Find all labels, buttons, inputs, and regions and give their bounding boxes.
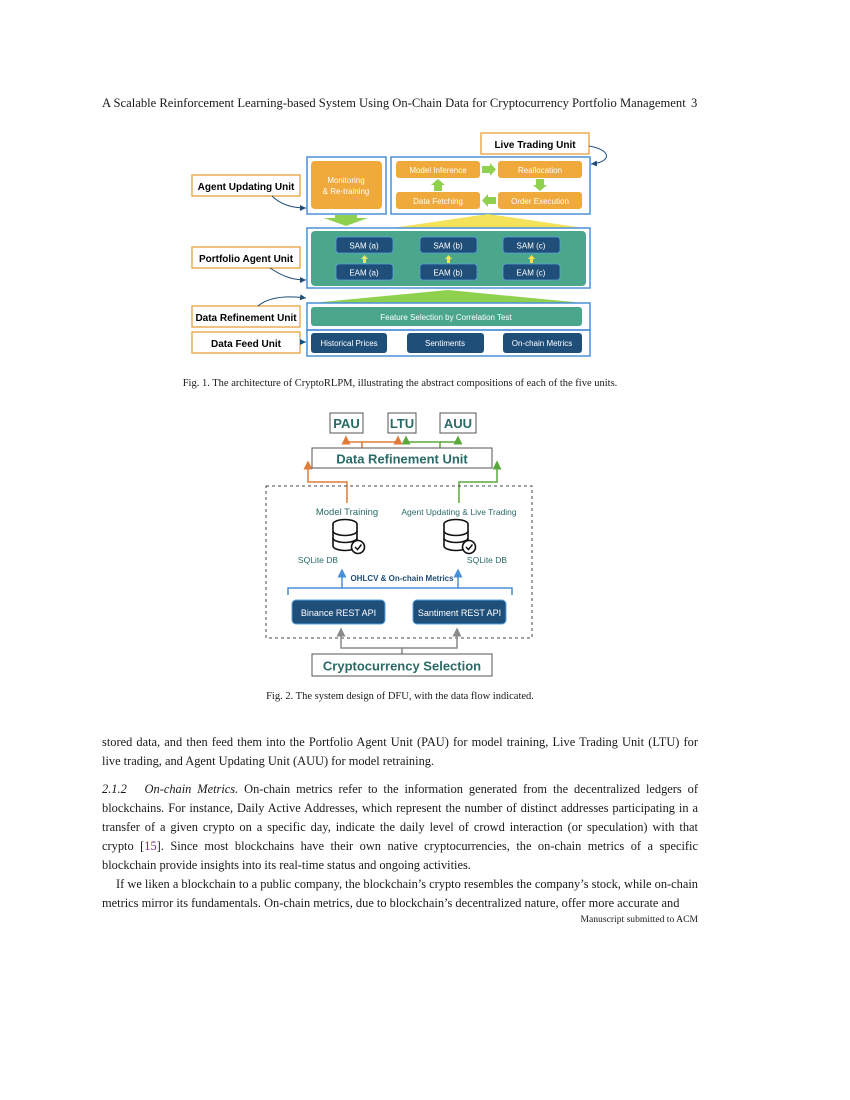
agent-updating-unit-label: Agent Updating Unit bbox=[198, 182, 295, 193]
monitoring-line1: Monitoring bbox=[327, 176, 364, 185]
paragraph-2: 2.1.2 On-chain Metrics. On-chain metrics… bbox=[102, 780, 698, 875]
dru-label: Data Refinement Unit bbox=[336, 452, 468, 467]
binance-api-box bbox=[291, 599, 386, 625]
paragraph-2-text-a: On-chain metrics refer to the informatio… bbox=[102, 782, 698, 853]
order-execution-label: Order Execution bbox=[511, 197, 569, 206]
feature-selection-box bbox=[311, 307, 582, 326]
data-refinement-unit-box bbox=[191, 305, 301, 328]
page-number: 3 bbox=[691, 96, 698, 110]
model-inference-box bbox=[396, 161, 480, 178]
live-trading-unit-box bbox=[480, 132, 590, 155]
agent-updating-live-label: Agent Updating & Live Trading bbox=[401, 507, 517, 517]
database-icon bbox=[332, 518, 366, 555]
order-execution-box bbox=[498, 192, 582, 209]
section-number: 2.1.2 bbox=[102, 782, 127, 796]
historical-prices-box bbox=[311, 333, 387, 353]
monitoring-line2: & Re-training bbox=[323, 187, 370, 196]
auu-label: AUU bbox=[444, 416, 472, 431]
dru-box bbox=[311, 447, 493, 469]
onchain-metrics-label: On-chain Metrics bbox=[512, 339, 572, 348]
reallocation-box bbox=[498, 161, 582, 178]
paragraph-1: stored data, and then feed them into the… bbox=[102, 735, 698, 768]
monitoring-retraining-box bbox=[311, 161, 382, 209]
agent-updating-unit-box bbox=[191, 174, 301, 197]
data-fetching-label: Data Fetching bbox=[413, 197, 463, 206]
ohlcv-label: OHLCV & On-chain Metrics bbox=[350, 574, 454, 583]
figure-2-caption: Fig. 2. The system design of DFU, with t… bbox=[266, 691, 534, 702]
live-trading-unit-label: Live Trading Unit bbox=[494, 140, 576, 151]
binance-api-label: Binance REST API bbox=[301, 608, 376, 618]
santiment-api-label: Santiment REST API bbox=[418, 608, 501, 618]
footer: Manuscript submitted to ACM bbox=[580, 914, 698, 925]
crypto-selection-box bbox=[311, 653, 493, 677]
sentiments-label: Sentiments bbox=[425, 339, 465, 348]
database-icon bbox=[443, 518, 477, 555]
sqlite-left-label: SQLite DB bbox=[298, 555, 338, 565]
model-inference-label: Model Inference bbox=[409, 166, 467, 175]
eam-b-label: EAM (b) bbox=[433, 269, 463, 278]
data-refinement-unit-label: Data Refinement Unit bbox=[195, 313, 297, 324]
figure-1-caption: Fig. 1. The architecture of CryptoRLPM, … bbox=[182, 378, 618, 389]
sentiments-box bbox=[407, 333, 484, 353]
santiment-api-box bbox=[412, 599, 507, 625]
model-training-label: Model Training bbox=[316, 507, 378, 518]
header-title: A Scalable Reinforcement Learning-based … bbox=[102, 96, 686, 110]
data-feed-unit-label: Data Feed Unit bbox=[211, 339, 282, 350]
portfolio-agent-unit-label: Portfolio Agent Unit bbox=[199, 254, 294, 265]
sam-a-label: SAM (a) bbox=[349, 242, 379, 251]
sam-c-label: SAM (c) bbox=[517, 242, 546, 251]
running-header: A Scalable Reinforcement Learning-based … bbox=[102, 96, 702, 111]
figure-1-architecture: Live Trading Unit Agent Updating Unit Mo… bbox=[191, 132, 607, 357]
pau-label: PAU bbox=[333, 416, 359, 431]
section-title: On-chain Metrics. bbox=[144, 782, 239, 796]
sam-b-label: SAM (b) bbox=[433, 242, 463, 251]
historical-prices-label: Historical Prices bbox=[320, 339, 377, 348]
paragraph-2-text-b: ]. Since most blockchains have their own… bbox=[102, 839, 698, 872]
onchain-metrics-box bbox=[503, 333, 582, 353]
figure-2-dfu-design: PAU LTU AUU Data Refinement Unit Model T… bbox=[265, 412, 533, 677]
paragraph-3: If we liken a blockchain to a public com… bbox=[102, 877, 698, 910]
sqlite-right-label: SQLite DB bbox=[467, 555, 507, 565]
eam-a-label: EAM (a) bbox=[349, 269, 379, 278]
reallocation-label: Reallocation bbox=[518, 166, 562, 175]
portfolio-agent-unit-box bbox=[191, 246, 301, 269]
feature-selection-label: Feature Selection by Correlation Test bbox=[380, 313, 512, 322]
data-fetching-box bbox=[396, 192, 480, 209]
crypto-selection-label: Cryptocurrency Selection bbox=[323, 659, 481, 674]
citation-link[interactable]: 15 bbox=[144, 839, 157, 853]
ltu-label: LTU bbox=[390, 416, 414, 431]
body-text: stored data, and then feed them into the… bbox=[102, 733, 698, 913]
eam-c-label: EAM (c) bbox=[517, 269, 546, 278]
